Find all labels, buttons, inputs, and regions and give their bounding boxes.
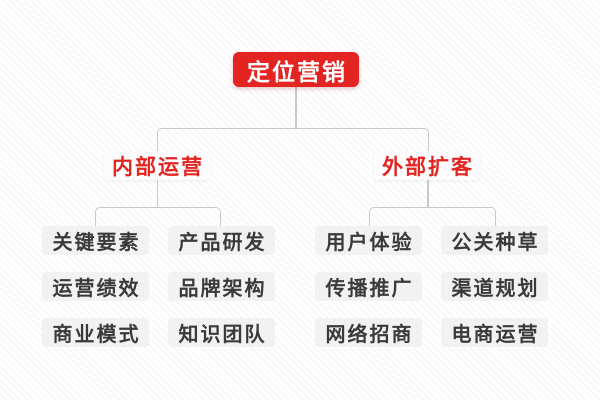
leaf-channel-planning: 渠道规划 [441, 272, 548, 301]
leaf-product-rd: 产品研发 [168, 226, 275, 255]
leaf-pr-seeding: 公关种草 [441, 226, 548, 255]
branch-node-external-customer-expansion: 外部扩客 [374, 151, 480, 180]
leaf-user-experience: 用户体验 [315, 226, 422, 255]
connector-root-stem [295, 87, 297, 128]
connector-root-bracket [157, 128, 429, 152]
leaf-ecommerce-operation: 电商运营 [441, 318, 548, 347]
leaf-promotion-spread: 传播推广 [315, 272, 422, 301]
connector-right-bracket [369, 207, 496, 226]
leaf-business-model: 商业模式 [42, 318, 149, 347]
connector-left-bracket [95, 207, 221, 226]
connector-left-branch-stem [156, 180, 158, 207]
root-node-positioning-marketing: 定位营销 [233, 52, 359, 87]
leaf-online-investment: 网络招商 [315, 318, 422, 347]
leaf-key-elements: 关键要素 [42, 226, 149, 255]
connector-right-branch-stem [427, 180, 429, 207]
leaf-brand-architecture: 品牌架构 [168, 272, 275, 301]
leaf-operation-performance: 运营绩效 [42, 272, 149, 301]
leaf-grid-external: 用户体验 公关种草 传播推广 渠道规划 网络招商 电商运营 [315, 226, 548, 347]
leaf-knowledge-team: 知识团队 [168, 318, 275, 347]
branch-node-internal-operations: 内部运营 [104, 151, 210, 180]
leaf-grid-internal: 关键要素 产品研发 运营绩效 品牌架构 商业模式 知识团队 [42, 226, 275, 347]
